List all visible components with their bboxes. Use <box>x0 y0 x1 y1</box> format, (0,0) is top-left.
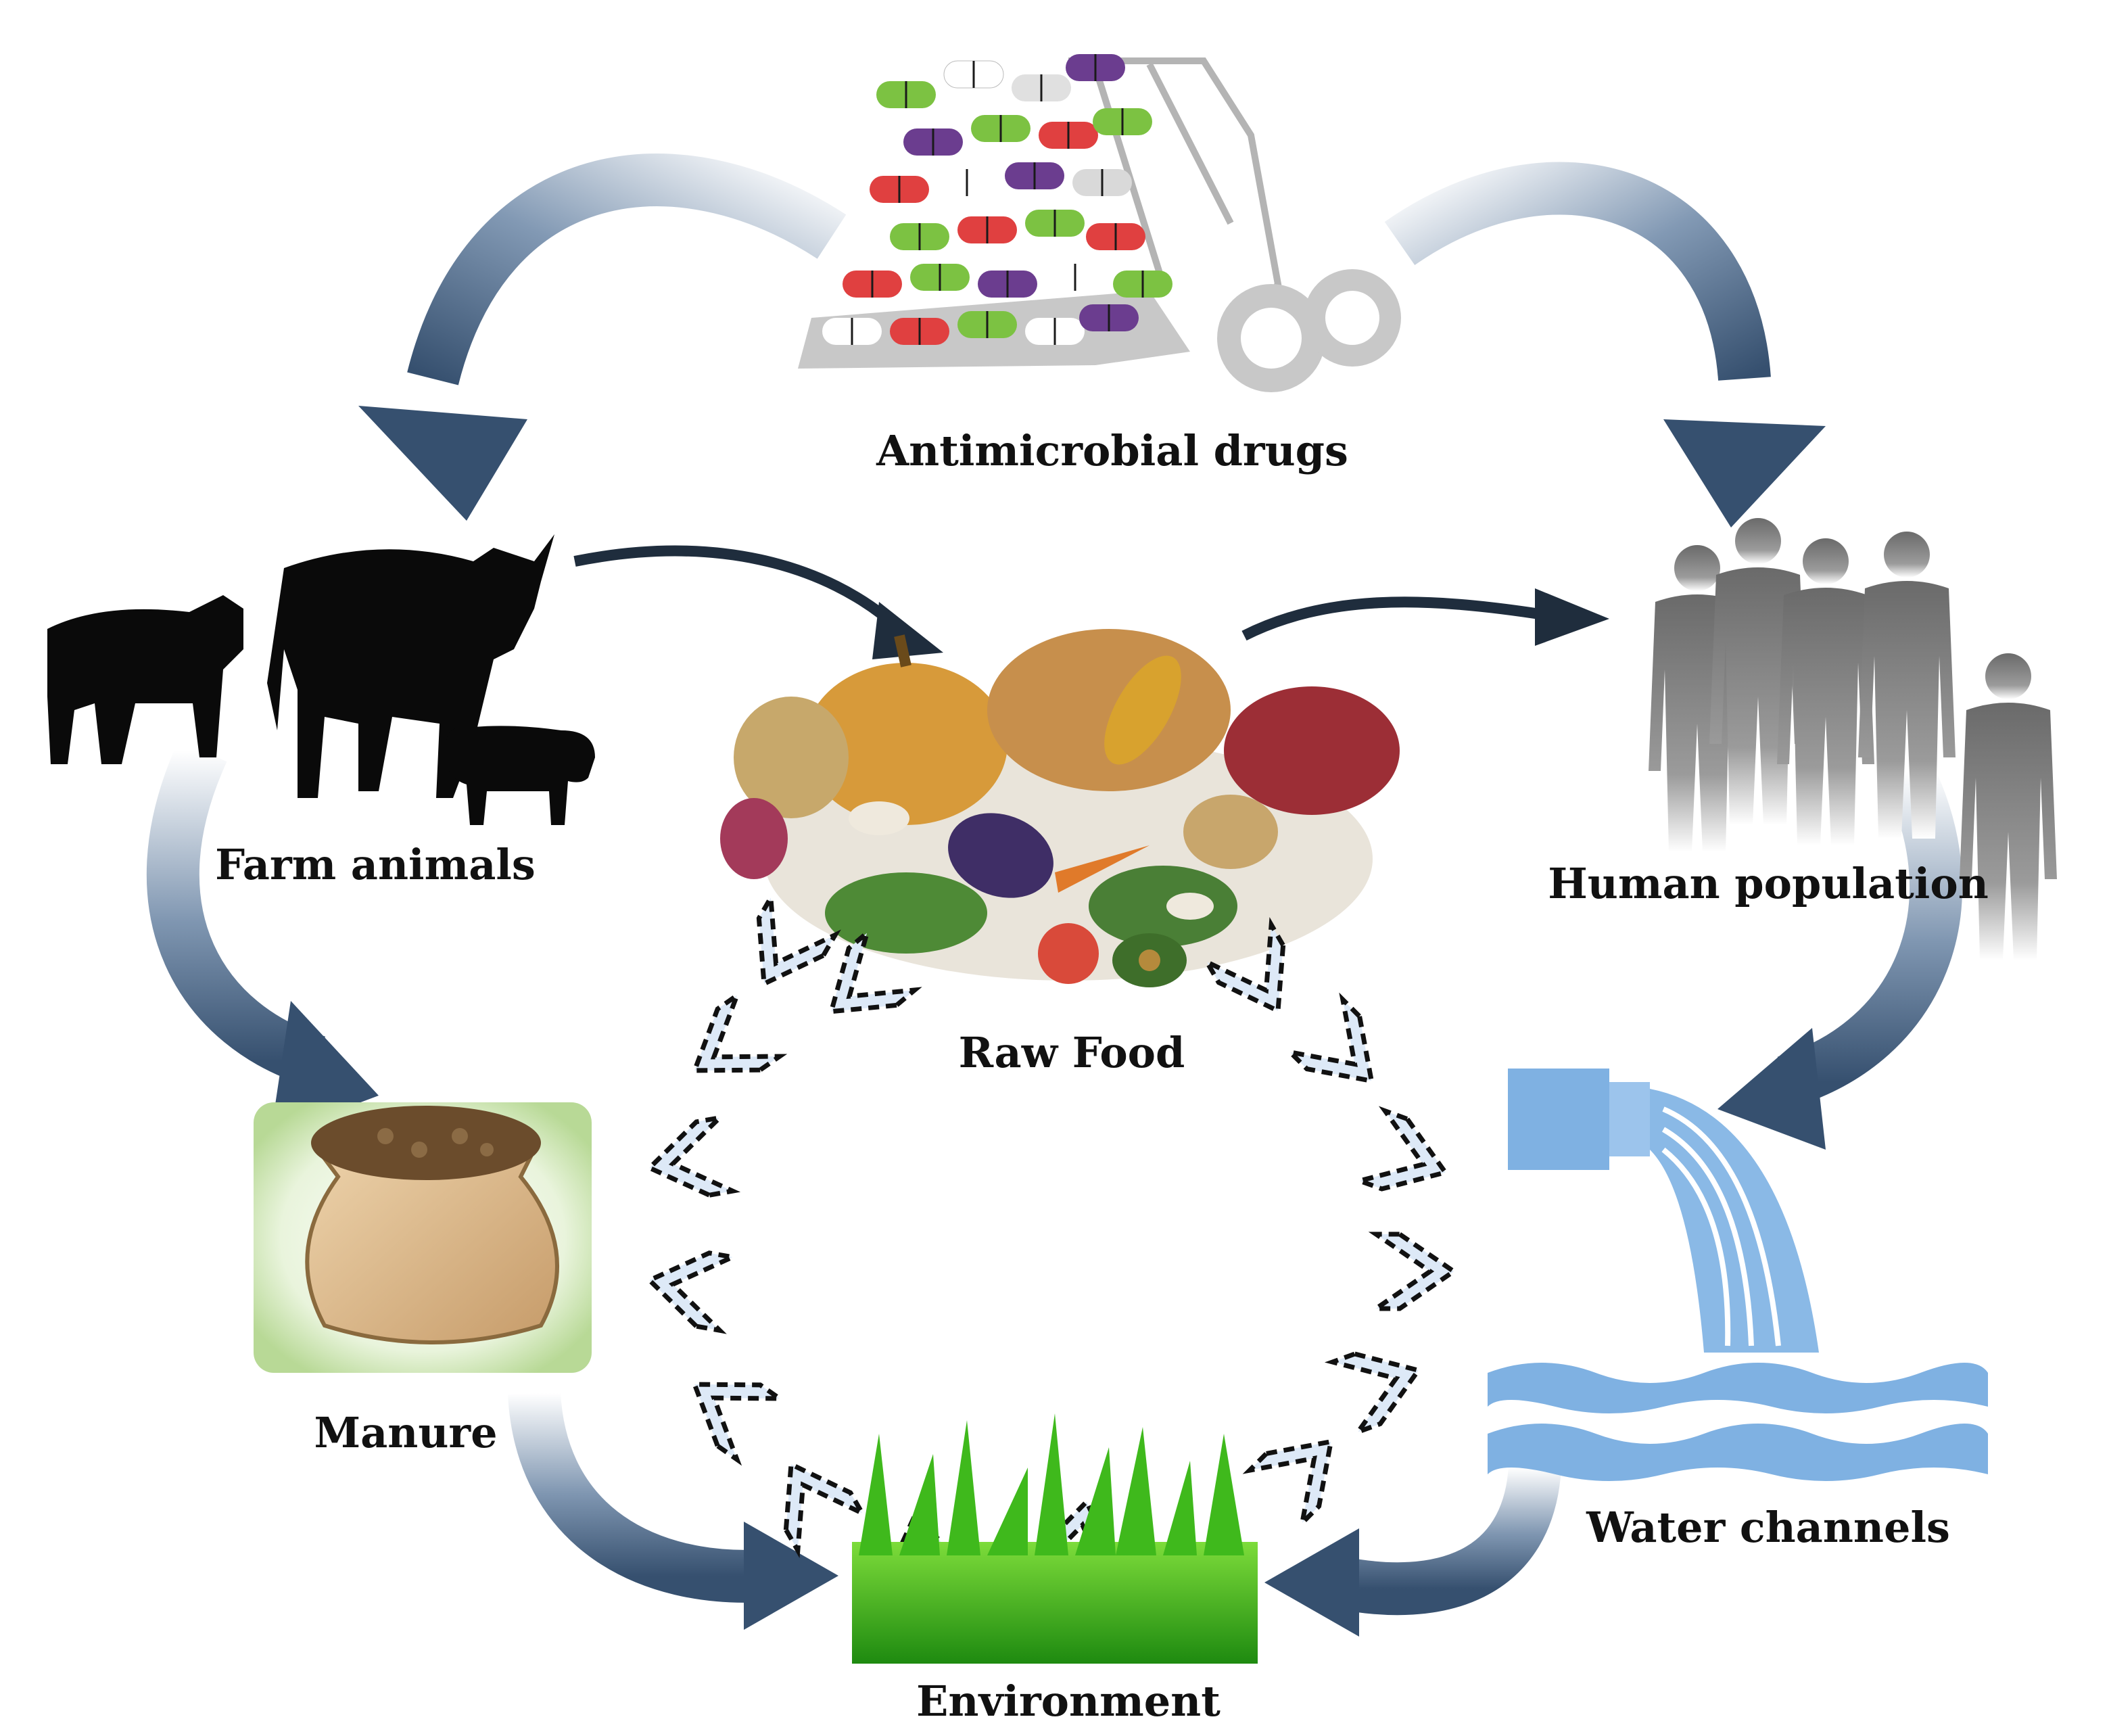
arrow-drugs-to-humans <box>1384 162 1826 527</box>
arrow-drugs-to-animals <box>358 154 847 521</box>
label-human-population: Human population <box>1548 859 1989 908</box>
pills-and-loader-icon <box>798 53 1401 392</box>
grass-icon <box>852 1413 1258 1664</box>
arrow-animals-to-manure <box>146 739 379 1136</box>
food-pile-icon <box>720 629 1400 987</box>
arrow-water-to-environment <box>1264 1465 1561 1637</box>
label-antimicrobial-drugs: Antimicrobial drugs <box>876 426 1348 475</box>
arrow-animals-to-food <box>573 545 943 659</box>
label-manure: Manure <box>314 1408 497 1457</box>
outflow-pipe-icon <box>1488 1069 1988 1481</box>
arrow-humans-to-water <box>1717 759 1962 1150</box>
label-farm-animals: Farm animals <box>215 840 536 889</box>
label-raw-food: Raw Food <box>959 1028 1185 1077</box>
label-environment: Environment <box>916 1676 1221 1726</box>
arrow-food-to-humans <box>1241 588 1609 646</box>
livestock-silhouette-icon <box>47 534 595 825</box>
sack-icon <box>254 1102 592 1373</box>
label-water-channels: Water channels <box>1586 1503 1950 1552</box>
arrow-manure-to-environment <box>508 1391 838 1630</box>
